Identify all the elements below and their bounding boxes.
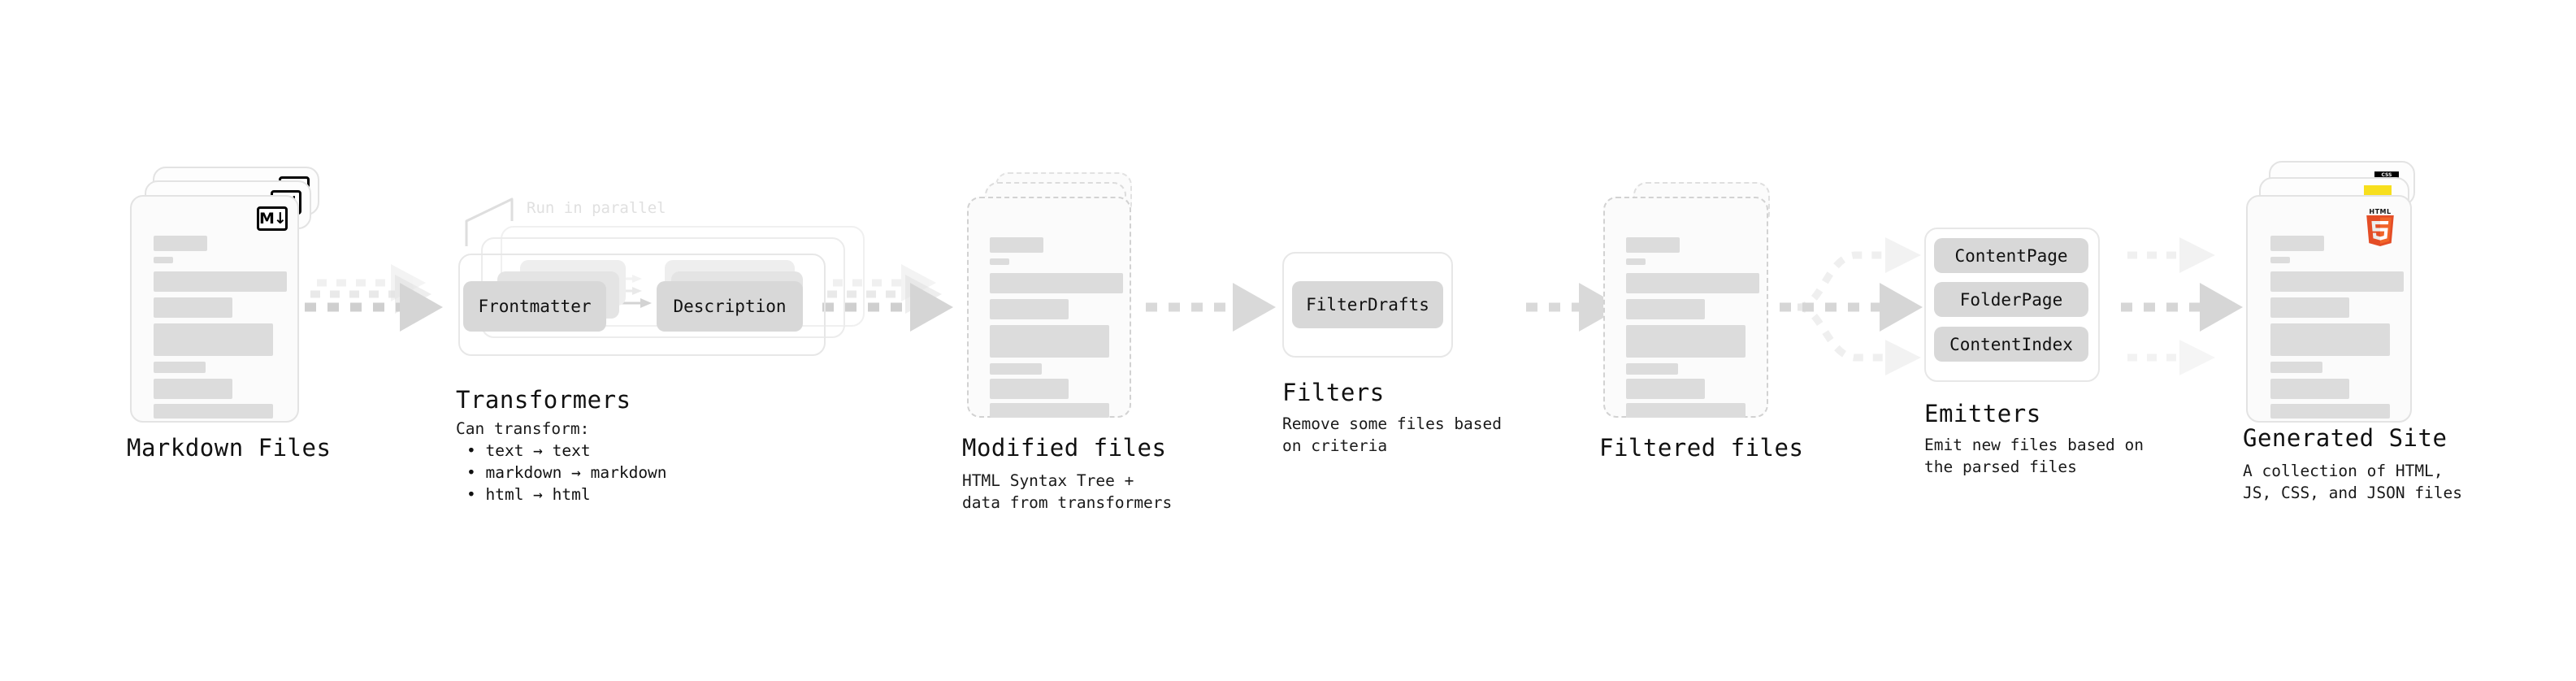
skeleton-line: [154, 271, 287, 292]
emitter-chip-folderpage[interactable]: FolderPage: [1934, 282, 2088, 317]
filter-chip-filterdrafts[interactable]: FilterDrafts: [1292, 281, 1443, 328]
emitters-group: [1924, 228, 2100, 382]
skeleton-line: [2270, 236, 2324, 251]
skeleton-line: [154, 323, 273, 356]
skeleton-line: [1626, 379, 1705, 399]
transformers-bullet-0: • text → text: [466, 441, 591, 460]
transformer-chip-description[interactable]: Description: [657, 281, 803, 332]
arrow-filtered-to-emitters: [1780, 237, 1923, 375]
modified-files-title: Modified files: [962, 434, 1167, 462]
skeleton-line: [154, 236, 207, 251]
arrow-modified-to-filters: [1146, 283, 1276, 332]
filters-title: Filters: [1282, 379, 1385, 406]
skeleton-line: [2270, 271, 2404, 292]
emitters-title: Emitters: [1924, 400, 2041, 427]
skeleton-line: [1626, 273, 1759, 293]
run-in-parallel-label: Run in parallel: [527, 199, 666, 217]
skeleton-line: [1626, 237, 1680, 253]
skeleton-line: [990, 379, 1069, 399]
skeleton-line: [154, 297, 232, 318]
emitter-chip-contentpage[interactable]: ContentPage: [1934, 238, 2088, 273]
skeleton-line: [990, 403, 1109, 418]
skeleton-line: [154, 379, 232, 399]
html5-icon: HTML: [2363, 208, 2397, 247]
markdown-files-title: Markdown Files: [127, 434, 332, 462]
skeleton-line: [154, 362, 206, 373]
skeleton-line: [154, 404, 273, 419]
markdown-card-front: M↓: [130, 195, 299, 423]
arrow-emitters-to-site: [2121, 237, 2243, 375]
transformers-bullet-2: • html → html: [466, 485, 591, 504]
transformers-title: Transformers: [456, 386, 631, 414]
markdown-badge: M↓: [257, 206, 288, 231]
skeleton-line: [1626, 258, 1646, 265]
skeleton-line: [990, 237, 1043, 253]
modified-card-front: [967, 197, 1131, 418]
transformers-bullet-1: • markdown → markdown: [466, 463, 667, 482]
skeleton-line: [1626, 363, 1678, 375]
emitters-caption: Emit new files based on the parsed files: [1924, 436, 2144, 476]
skeleton-line: [2270, 362, 2322, 373]
skeleton-line: [990, 363, 1042, 375]
generated-site-title: Generated Site: [2243, 424, 2448, 452]
skeleton-line: [2270, 297, 2349, 318]
skeleton-line: [154, 257, 173, 263]
generated-card-front: HTML: [2246, 195, 2412, 423]
skeleton-line: [1626, 325, 1746, 358]
skeleton-line: [990, 325, 1109, 358]
transformers-group-front: [458, 254, 826, 356]
filters-group: [1282, 252, 1453, 358]
skeleton-line: [2270, 323, 2390, 356]
filters-caption: Remove some files based on criteria: [1282, 414, 1503, 455]
skeleton-line: [2270, 404, 2390, 419]
modified-files-caption: HTML Syntax Tree + data from transformer…: [962, 471, 1173, 512]
skeleton-line: [2270, 257, 2290, 263]
skeleton-line: [1626, 299, 1705, 319]
emitter-chip-contentindex[interactable]: ContentIndex: [1934, 327, 2088, 362]
filtered-files-title: Filtered files: [1599, 434, 1804, 462]
skeleton-line: [990, 273, 1123, 293]
generated-site-caption: A collection of HTML, JS, CSS, and JSON …: [2243, 462, 2463, 502]
transformers-caption-intro: Can transform:: [456, 419, 590, 438]
skeleton-line: [1626, 403, 1746, 418]
filtered-card-front: [1603, 197, 1768, 418]
skeleton-line: [990, 299, 1069, 319]
arrow-markdown-to-transformers: [305, 264, 443, 332]
transformer-chip-frontmatter[interactable]: Frontmatter: [463, 281, 606, 332]
skeleton-line: [990, 258, 1009, 265]
skeleton-line: [2270, 379, 2349, 399]
